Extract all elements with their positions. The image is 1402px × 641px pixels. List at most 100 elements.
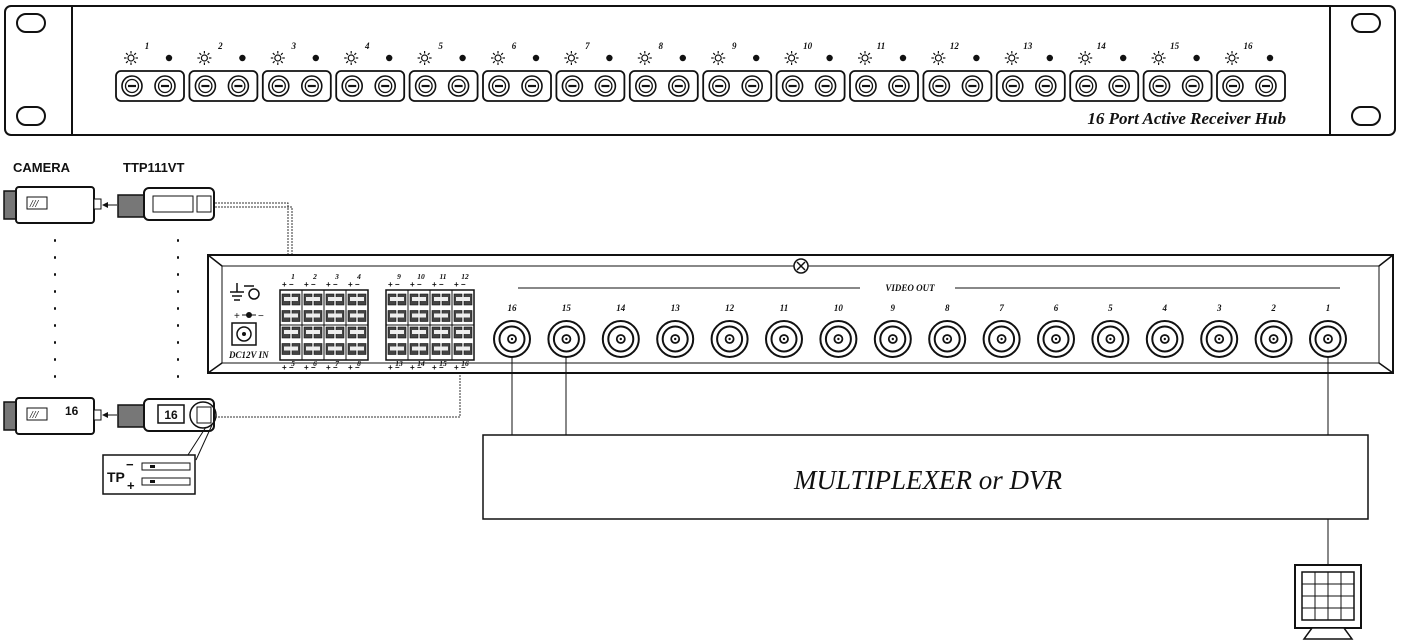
status-dot-icon xyxy=(459,54,466,62)
terminal-number: 9 xyxy=(397,272,401,281)
status-dot-icon xyxy=(606,54,613,62)
front-channel-10: 10 xyxy=(775,41,846,102)
bnc-port-16: 16 xyxy=(493,303,531,358)
bnc-port-number: 4 xyxy=(1162,303,1168,313)
dc-polarity-icon: + − xyxy=(234,311,264,322)
bnc-port-13: 13 xyxy=(656,303,695,358)
led-icon xyxy=(491,51,505,65)
terminal-number: 16 xyxy=(461,359,469,368)
led-icon xyxy=(344,51,359,65)
front-channel-8: 8 xyxy=(628,41,699,102)
multiplexer-dvr: MULTIPLEXER or DVR xyxy=(482,434,1369,520)
led-icon xyxy=(784,51,799,65)
terminal-block-9-16: 9+ −13+ −10+ −14+ −11+ −15+ −12+ −16+ − xyxy=(385,272,475,372)
front-port-connector xyxy=(341,75,364,97)
bnc-port-12: 12 xyxy=(710,303,749,358)
power-label: DC12V IN xyxy=(228,350,269,360)
front-channel-number: 15 xyxy=(1170,41,1180,51)
front-channel-number: 8 xyxy=(659,41,664,51)
status-dot-icon xyxy=(679,54,686,62)
front-port-connector xyxy=(194,75,217,97)
front-port-connector xyxy=(154,75,176,97)
rack-ear-hole xyxy=(1351,106,1381,126)
bnc-port-number: 11 xyxy=(780,303,789,313)
status-dot-icon xyxy=(532,54,540,62)
terminal-polarity: + − xyxy=(282,280,294,289)
svg-text:///: /// xyxy=(29,410,40,421)
front-port-connector xyxy=(708,75,731,97)
bnc-port-number: 2 xyxy=(1270,303,1276,313)
led-icon xyxy=(637,51,652,65)
front-channel-number: 7 xyxy=(585,41,590,51)
transmitter-1 xyxy=(117,187,215,221)
camera-number: 16 xyxy=(65,404,79,418)
bnc-port-number: 12 xyxy=(725,303,735,313)
bnc-port-number: 7 xyxy=(999,303,1004,313)
front-channel-13: 13 xyxy=(995,41,1066,102)
monitor-icon xyxy=(1294,564,1362,640)
svg-text:///: /// xyxy=(29,199,40,210)
led-icon xyxy=(1225,51,1239,65)
hub-title: 16 Port Active Receiver Hub xyxy=(1087,109,1286,128)
bnc-port-14: 14 xyxy=(601,303,640,358)
front-channel-number: 6 xyxy=(512,41,517,51)
bnc-port-number: 13 xyxy=(671,303,681,313)
rack-ear-hole xyxy=(16,106,46,126)
bnc-port-number: 1 xyxy=(1326,303,1331,313)
led-icon xyxy=(270,51,285,65)
twisted-pair-wire-16 xyxy=(215,370,461,418)
front-channel-5: 5 xyxy=(408,41,479,102)
terminal-polarity: + − xyxy=(304,363,316,372)
bnc-port-number: 16 xyxy=(508,303,518,313)
terminal-polarity: + − xyxy=(348,280,360,289)
camera-label: CAMERA xyxy=(13,160,71,175)
front-channel-12: 12 xyxy=(922,41,993,102)
front-port-connector xyxy=(561,75,584,97)
status-dot-icon xyxy=(165,54,173,62)
bnc-port-number: 8 xyxy=(945,303,950,313)
status-dot-icon xyxy=(239,54,246,62)
terminal-number: 5 xyxy=(291,359,295,368)
front-port-connector xyxy=(888,75,910,97)
front-channel-number: 4 xyxy=(364,41,370,51)
front-channel-number: 11 xyxy=(877,41,886,51)
led-icon xyxy=(197,51,212,65)
front-port-connector xyxy=(781,75,804,97)
terminal-polarity: + − xyxy=(410,280,422,289)
front-port-connector xyxy=(634,75,657,97)
front-port-connector xyxy=(928,75,951,97)
front-channel-1: 1 xyxy=(115,41,185,102)
front-port-connector xyxy=(1075,75,1097,97)
terminal-number: 14 xyxy=(417,359,425,368)
status-dot-icon xyxy=(753,54,760,62)
terminal-key-plus: + xyxy=(127,478,135,493)
front-port-connector xyxy=(1148,75,1171,97)
terminal-number: 15 xyxy=(439,359,447,368)
led-icon xyxy=(564,51,579,65)
terminal-polarity: + − xyxy=(432,280,444,289)
status-dot-icon xyxy=(1266,54,1274,62)
ground-icon xyxy=(230,283,260,301)
terminal-block-1-8: 1+ −5+ −2+ −6+ −3+ −7+ −4+ −8+ − xyxy=(279,272,369,372)
terminal-polarity: + − xyxy=(388,280,400,289)
terminal-number: 10 xyxy=(417,272,425,281)
terminal-number: 2 xyxy=(312,272,317,281)
terminal-polarity: + − xyxy=(326,280,338,289)
transmitter-16: 16 xyxy=(117,398,217,432)
terminal-key: TP − + xyxy=(102,454,196,495)
front-port-connector xyxy=(227,75,250,97)
bnc-port-number: 10 xyxy=(834,303,844,313)
terminal-number: 7 xyxy=(335,359,339,368)
front-channel-number: 16 xyxy=(1244,41,1254,51)
terminal-blocks: 1+ −5+ −2+ −6+ −3+ −7+ −4+ −8+ −9+ −13+ … xyxy=(279,272,475,372)
front-port-connector xyxy=(447,75,470,97)
front-channel-11: 11 xyxy=(849,41,919,102)
led-icon xyxy=(417,51,432,65)
terminal-polarity: + − xyxy=(454,280,466,289)
terminal-key-minus: − xyxy=(126,457,134,472)
status-dot-icon xyxy=(386,54,393,62)
camera-1: /// xyxy=(3,186,102,224)
transmitter-label: TTP111VT xyxy=(123,160,184,175)
